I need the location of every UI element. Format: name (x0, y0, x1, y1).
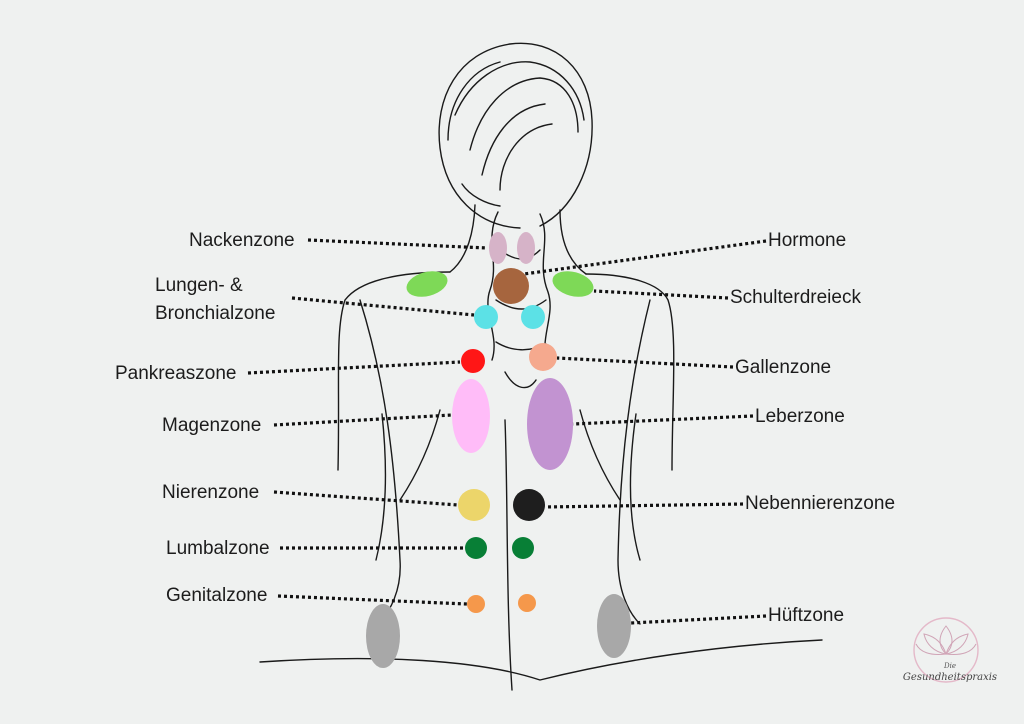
leader-lines (247, 238, 767, 625)
lumbal-zone-right-dot (512, 537, 534, 559)
nacken-zone-right-dot (517, 232, 535, 264)
leader-hueft (630, 614, 767, 625)
label-gallenzone: Gallenzone (735, 357, 832, 378)
schulter-zone-right-dot (552, 271, 594, 297)
leader-nacken (307, 238, 488, 250)
hormone-zone-dot (493, 268, 529, 304)
label-hueftzone: Hüftzone (768, 605, 845, 626)
lumbal-zone-left-dot (465, 537, 487, 559)
body-outline (259, 42, 823, 691)
leader-magen (273, 413, 453, 427)
hueft-zone-left-dot (366, 604, 400, 668)
pankreas-zone-dot (461, 349, 485, 373)
logo-text-die: Die (944, 662, 956, 670)
schulter-zone-left-dot (406, 271, 448, 297)
leber-zone-dot (527, 378, 573, 470)
leader-schulter (593, 289, 729, 300)
label-pankreaszone: Pankreaszone (115, 363, 237, 384)
nacken-zone-left-dot (489, 232, 507, 264)
label-lungen-line1: Lungen- & (155, 275, 243, 296)
gesundheitspraxis-logo: Die Gesundheitspraxis (903, 612, 997, 696)
genital-zone-left-dot (467, 595, 485, 613)
gesundheitspraxis-logo-mark (913, 617, 979, 683)
label-nackenzone: Nackenzone (189, 230, 295, 251)
label-lungen-line2: Bronchialzone (155, 303, 276, 324)
nieren-zone-dot (458, 489, 490, 521)
lungen-zone-left-dot (474, 305, 498, 329)
leader-gallen (556, 356, 734, 369)
leader-pankreas (247, 360, 461, 375)
leader-nieren (273, 490, 459, 507)
leader-genital (277, 594, 468, 606)
leader-hormone (523, 239, 767, 276)
leader-lungen (291, 296, 475, 317)
label-schulterdreieck: Schulterdreieck (730, 287, 861, 308)
label-nierenzone: Nierenzone (162, 482, 260, 503)
label-lungen-bronchialzone: Lungen- & Bronchialzone (155, 272, 275, 328)
zone-markers (366, 232, 631, 668)
gallen-zone-dot (529, 343, 557, 371)
logo-text-gesundheitspraxis: Gesundheitspraxis (902, 672, 998, 683)
label-magenzone: Magenzone (162, 415, 262, 436)
leader-leber (572, 414, 754, 426)
lungen-zone-right-dot (521, 305, 545, 329)
genital-zone-right-dot (518, 594, 536, 612)
leader-nebennieren (544, 502, 744, 509)
label-nebennierenzone: Nebennierenzone (745, 493, 896, 514)
label-leberzone: Leberzone (755, 406, 845, 427)
label-hormone: Hormone (768, 230, 847, 251)
label-genitalzone: Genitalzone (166, 585, 268, 606)
label-lumbalzone: Lumbalzone (166, 538, 270, 559)
nebennieren-zone-dot (513, 489, 545, 521)
magen-zone-dot (452, 379, 490, 453)
hueft-zone-right-dot (597, 594, 631, 658)
